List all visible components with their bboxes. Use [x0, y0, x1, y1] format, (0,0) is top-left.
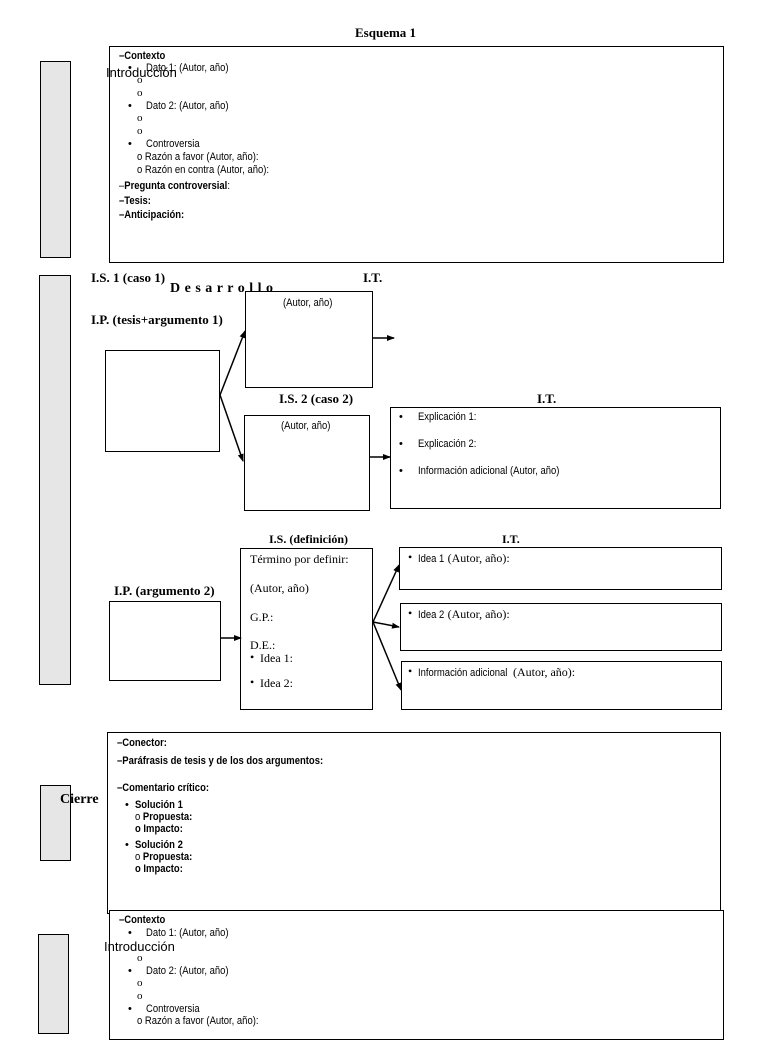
- arrow: [219, 394, 244, 462]
- bullet-icon: •: [128, 62, 132, 74]
- bullet-icon: •: [125, 839, 129, 851]
- ip1-label: I.P. (tesis+argumento 1): [91, 312, 223, 327]
- intro-dato2: Dato 2: (Autor, año): [146, 100, 229, 112]
- is-def-idea2: Idea 2:: [260, 676, 293, 690]
- is1-box: [245, 291, 373, 388]
- ip1-box: [105, 350, 220, 452]
- intro2-dato1: Dato 1: (Autor, año): [146, 927, 229, 939]
- intro-controversia: Controversia: [146, 138, 200, 150]
- it2-info-adicional: Información adicional (Autor, año): [418, 465, 560, 477]
- bullet-icon: •: [408, 550, 413, 564]
- intro2-razon-favor: o Razón a favor (Autor, año):: [137, 1015, 259, 1027]
- intro-contexto: Contexto: [119, 50, 165, 62]
- intro-tesis: Tesis:: [119, 195, 151, 207]
- cierre-side-bar: [40, 785, 71, 861]
- arrow: [219, 330, 246, 396]
- arrow: [372, 564, 400, 623]
- page-title: Esquema 1: [355, 25, 417, 40]
- cierre-propuesta2: o Propuesta:: [135, 851, 193, 863]
- cierre-solucion2: Solución 2: [135, 839, 183, 851]
- intro-side-label: Introducción: [106, 65, 177, 80]
- bullet-icon: •: [399, 465, 403, 477]
- cierre-conector: Conector:: [117, 737, 167, 749]
- bullet-icon: •: [128, 927, 132, 939]
- is-def-idea1: Idea 1:: [260, 651, 293, 665]
- it3-idea1-box: [399, 547, 722, 590]
- ip2-box: [109, 601, 221, 681]
- bullet-icon: •: [399, 411, 403, 423]
- bullet-icon: •: [128, 965, 132, 977]
- is1-label: I.S. 1 (caso 1): [91, 270, 166, 285]
- bullet-icon: •: [399, 438, 403, 450]
- is-def-de: D.E.:: [250, 638, 276, 652]
- intro-anticipacion: Anticipación:: [119, 209, 184, 221]
- bullet-icon: •: [128, 1003, 132, 1015]
- circle-bullet-icon: o: [137, 952, 143, 964]
- it3-idea2-box: [400, 603, 722, 651]
- is-def-termino: Término por definir:: [250, 552, 349, 566]
- circle-bullet-icon: o: [137, 112, 143, 124]
- intro2-side-label: Introducción: [104, 939, 175, 954]
- intro-dato1: Dato 1: (Autor, año): [146, 62, 229, 74]
- it3-label: I.T.: [502, 532, 520, 546]
- desarrollo-heading: D e s a r r o l l o: [170, 281, 274, 296]
- is1-autor: (Autor, año): [283, 297, 333, 309]
- bullet-icon: •: [250, 650, 255, 664]
- ip2-label: I.P. (argumento 2): [114, 583, 215, 598]
- arrow: [372, 621, 400, 629]
- it3-idea2: Idea 2 (Autor, año):: [418, 607, 510, 621]
- arrow: [372, 621, 402, 691]
- bullet-icon: •: [128, 138, 132, 150]
- desarrollo-side-bar: [39, 275, 71, 685]
- is2-box: [244, 415, 370, 511]
- it3-info-box: [401, 661, 722, 710]
- is-def-gp: G.P.:: [250, 610, 274, 624]
- cierre-parafrasis: Paráfrasis de tesis y de los dos argumen…: [117, 755, 323, 767]
- is-def-autor: (Autor, año): [250, 581, 309, 595]
- is2-autor: (Autor, año): [281, 420, 331, 432]
- intro2-box: [109, 910, 724, 1040]
- is-def-label: I.S. (definición): [269, 532, 349, 546]
- cierre-impacto2: o Impacto:: [135, 863, 183, 875]
- intro-razon-contra: o Razón en contra (Autor, año):: [137, 164, 270, 176]
- is2-label: I.S. 2 (caso 2): [279, 391, 354, 406]
- cierre-impacto1: o Impacto:: [135, 823, 183, 835]
- cierre-propuesta1: o Propuesta:: [135, 811, 193, 823]
- circle-bullet-icon: o: [137, 87, 143, 99]
- intro2-contexto: Contexto: [119, 914, 165, 926]
- it2-explicacion2: Explicación 2:: [418, 438, 477, 450]
- circle-bullet-icon: o: [137, 990, 143, 1002]
- it3-idea1: Idea 1 (Autor, año):: [418, 551, 510, 565]
- intro-box: [109, 46, 724, 263]
- intro-pregunta: Pregunta controversial:: [119, 180, 230, 192]
- bullet-icon: •: [125, 799, 129, 811]
- is-def-box: [240, 548, 373, 710]
- it1-label: I.T.: [363, 270, 383, 285]
- bullet-icon: •: [250, 675, 255, 689]
- cierre-side-label: Cierre: [60, 792, 99, 807]
- cierre-box: [107, 732, 721, 914]
- it3-info: Información adicional (Autor, año):: [418, 665, 576, 679]
- cierre-comentario: Comentario crítico:: [117, 782, 209, 794]
- intro2-side-bar: [38, 934, 69, 1034]
- circle-bullet-icon: o: [137, 125, 143, 137]
- it2-box: [390, 407, 721, 509]
- circle-bullet-icon: o: [137, 74, 143, 86]
- cierre-solucion1: Solución 1: [135, 799, 183, 811]
- bullet-icon: •: [408, 606, 413, 620]
- bullet-icon: •: [128, 100, 132, 112]
- bullet-icon: •: [408, 664, 413, 678]
- it2-label: I.T.: [537, 391, 557, 406]
- it2-explicacion1: Explicación 1:: [418, 411, 477, 423]
- intro2-controversia: Controversia: [146, 1003, 200, 1015]
- circle-bullet-icon: o: [137, 977, 143, 989]
- intro-razon-favor: o Razón a favor (Autor, año):: [137, 151, 259, 163]
- intro2-dato2: Dato 2: (Autor, año): [146, 965, 229, 977]
- intro-side-bar: [40, 61, 71, 258]
